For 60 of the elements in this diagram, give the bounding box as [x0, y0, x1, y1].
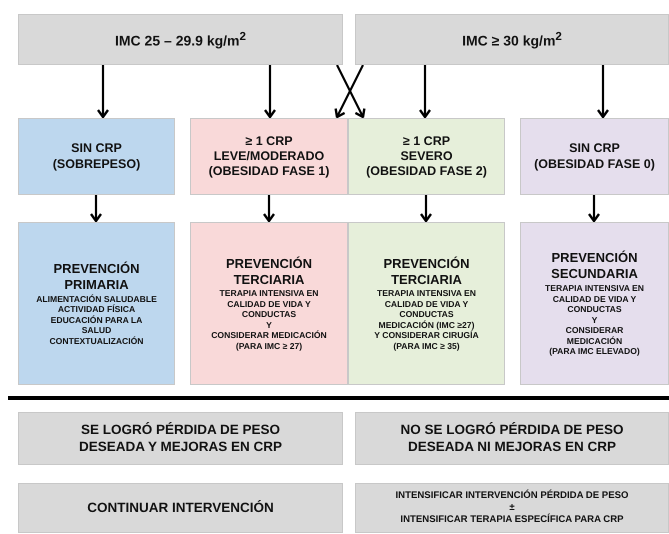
intervention-text: (PARA IMC ≥ 35): [392, 340, 461, 352]
stage-box: [190, 118, 348, 195]
action-text: ±: [509, 502, 515, 514]
intervention-text: TERAPIA INTENSIVA EN CALIDAD DE VIDA Y CONDUCTAS: [544, 283, 645, 315]
outcome-box: [355, 412, 669, 465]
arrow: [596, 65, 610, 118]
stage-box: [18, 118, 175, 195]
intervention-text: (PARA IMC ELEVADO): [548, 346, 641, 357]
category-label: IMC ≥ 30 kg/m$^{2}$: [462, 30, 562, 50]
outcome-box: [18, 412, 343, 465]
arrow: [418, 65, 432, 118]
category-label: IMC 25 – 29.9 kg/m$^{2}$: [115, 30, 246, 50]
stage-label: (OBESIDAD FASE 2): [366, 164, 487, 180]
arrow: [96, 65, 110, 118]
arrow: [90, 195, 102, 222]
category-box: [355, 14, 669, 65]
intervention-heading: PREVENCIÓN SECUNDARIA: [550, 250, 639, 282]
stage-label: (OBESIDAD FASE 1): [208, 164, 330, 180]
intervention-box: [18, 222, 175, 385]
intervention-text: (PARA IMC ≥ 27): [234, 340, 304, 352]
stage-label: ≥ 1 CRP: [402, 134, 450, 149]
intervention-text: Y: [265, 320, 272, 330]
intervention-text: CONSIDERAR MEDICACIÓN: [210, 330, 328, 341]
stage-label: SEVERO: [400, 148, 453, 164]
action-text: INTENSIFICAR TERAPIA ESPECÍFICA PARA CRP: [400, 514, 624, 526]
intervention-heading: PREVENCIÓN PRIMARIA: [52, 260, 140, 293]
outcome-label: NO SE LOGRÓ PÉRDIDA DE PESO DESEADA NI MEJORAS EN CRP: [399, 422, 625, 455]
action-text: INTENSIFICAR INTERVENCIÓN PÉRDIDA DE PESO: [396, 490, 628, 502]
action-box: [18, 483, 343, 533]
action-box: [355, 483, 669, 533]
outcome-label: SE LOGRÓ PÉRDIDA DE PESO DESEADA Y MEJORAS EN CRP: [78, 422, 284, 455]
intervention-text: EDUCACIÓN PARA LA SALUD: [50, 314, 144, 336]
stage-label: LEVE/MODERADO: [214, 148, 324, 164]
stage-label: (SOBREPESO): [52, 156, 140, 172]
action-text: CONTINUAR INTERVENCIÓN: [87, 500, 274, 516]
intervention-text: TERAPIA INTENSIVA EN CALIDAD DE VIDA Y CONDUCTAS: [218, 288, 320, 320]
intervention-text: Y CONSIDERAR CIRUGÍA: [373, 330, 480, 341]
stage-label: (OBESIDAD FASE 0): [534, 156, 655, 172]
intervention-box: [190, 222, 348, 385]
intervention-text: Y: [590, 314, 598, 326]
category-box: [18, 14, 343, 65]
intervention-heading: PREVENCIÓN TERCIARIA: [382, 256, 470, 288]
intervention-heading: PREVENCIÓN TERCIARIA: [225, 256, 313, 288]
intervention-text: CONSIDERAR MEDICACIÓN: [564, 325, 624, 346]
intervention-text: TERAPIA INTENSIVA EN CALIDAD DE VIDA Y CONDUCTAS: [376, 288, 477, 320]
stage-label: SIN CRP: [569, 141, 620, 156]
intervention-box: [348, 222, 505, 385]
stage-label: SIN CRP: [71, 141, 122, 156]
intervention-text: MEDICACIÓN (IMC ≥27): [378, 320, 476, 330]
arrow: [420, 195, 432, 222]
stage-box: [520, 118, 669, 195]
intervention-text: CONTEXTUALIZACIÓN: [48, 336, 145, 346]
arrow: [262, 195, 276, 222]
stage-label: ≥ 1 CRP: [245, 134, 293, 149]
intervention-text: ACTIVIDAD FÍSICA: [56, 304, 136, 315]
arrow: [588, 195, 600, 222]
intervention-box: [520, 222, 669, 385]
intervention-text: ALIMENTACIÓN SALUDABLE: [35, 294, 158, 304]
stage-box: [348, 118, 505, 195]
arrow: [264, 65, 276, 118]
